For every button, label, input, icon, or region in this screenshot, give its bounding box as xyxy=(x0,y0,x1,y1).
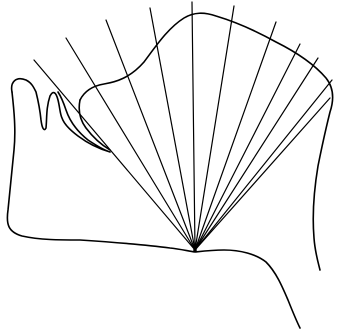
radial-line-9 xyxy=(195,58,318,250)
radial-line-7 xyxy=(195,22,276,250)
chin-and-neck-outline xyxy=(7,92,300,328)
tongue-tip-outline xyxy=(79,100,110,150)
radial-line-10 xyxy=(195,80,332,250)
radial-lines-group xyxy=(34,2,332,250)
radial-line-5 xyxy=(192,2,195,250)
radial-line-1 xyxy=(34,60,195,250)
radial-line-8 xyxy=(195,44,300,250)
jaw-outline xyxy=(12,79,110,152)
convergence-point xyxy=(193,248,197,252)
